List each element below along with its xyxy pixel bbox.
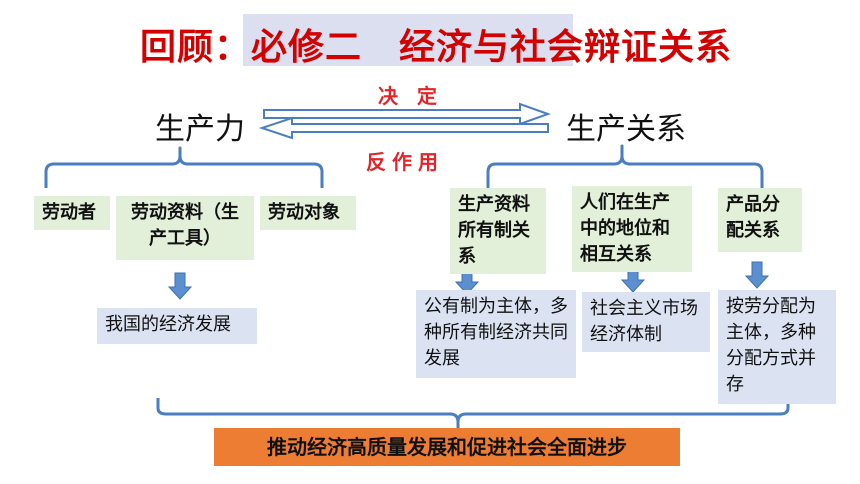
conclusion-box: 推动经济高质量发展和促进社会全面进步 xyxy=(214,428,680,466)
relations-of-production-label: 生产关系 xyxy=(566,112,686,147)
conclusion-label: 推动经济高质量发展和促进社会全面进步 xyxy=(267,435,627,459)
distribution-label: 产品分配关系 xyxy=(726,194,780,241)
market-economy-box: 社会主义市场经济体制 xyxy=(582,292,710,352)
ownership-box: 生产资料所有制关系 xyxy=(450,188,546,274)
title-suffix: 辩证关系 xyxy=(584,27,733,68)
public-ownership-box: 公有制为主体，多种所有制经济共同发展 xyxy=(416,290,576,378)
economic-development-box: 我国的经济发展 xyxy=(97,308,257,344)
object-of-labor-label: 劳动对象 xyxy=(268,202,340,223)
public-ownership-label: 公有制为主体，多种所有制经济共同发展 xyxy=(424,296,568,369)
means-of-labor-label: 劳动资料（生产工具） xyxy=(131,202,239,249)
title-prefix: 回顾： xyxy=(140,27,252,68)
down-arrow-1 xyxy=(167,272,193,300)
right-arrow xyxy=(263,102,551,126)
left-brace xyxy=(44,146,324,188)
economic-development-label: 我国的经济发展 xyxy=(105,314,231,335)
status-relations-box: 人们在生产中的地位和相互关系 xyxy=(572,186,692,272)
distribution-system-box: 按劳分配为主体，多种分配方式并存 xyxy=(718,290,836,404)
object-of-labor-box: 劳动对象 xyxy=(260,196,356,230)
laborer-box: 劳动者 xyxy=(34,196,110,230)
determines-label: 决 定 xyxy=(378,84,443,108)
distribution-box: 产品分配关系 xyxy=(718,188,802,252)
title-highlight xyxy=(243,14,573,66)
distribution-system-label: 按劳分配为主体，多种分配方式并存 xyxy=(726,296,816,395)
market-economy-label: 社会主义市场经济体制 xyxy=(590,298,698,345)
counteraction-label: 反作用 xyxy=(366,150,444,174)
title-main: 必修二 经济与社会 xyxy=(251,27,585,68)
right-brace xyxy=(486,144,764,188)
productive-forces-label: 生产力 xyxy=(155,112,245,147)
laborer-label: 劳动者 xyxy=(42,202,96,223)
bottom-brace xyxy=(156,398,790,432)
ownership-label: 生产资料所有制关系 xyxy=(458,194,530,267)
left-arrow xyxy=(258,116,549,140)
means-of-labor-box: 劳动资料（生产工具） xyxy=(116,196,254,260)
down-arrow-4 xyxy=(744,261,770,289)
status-relations-label: 人们在生产中的地位和相互关系 xyxy=(580,192,670,265)
